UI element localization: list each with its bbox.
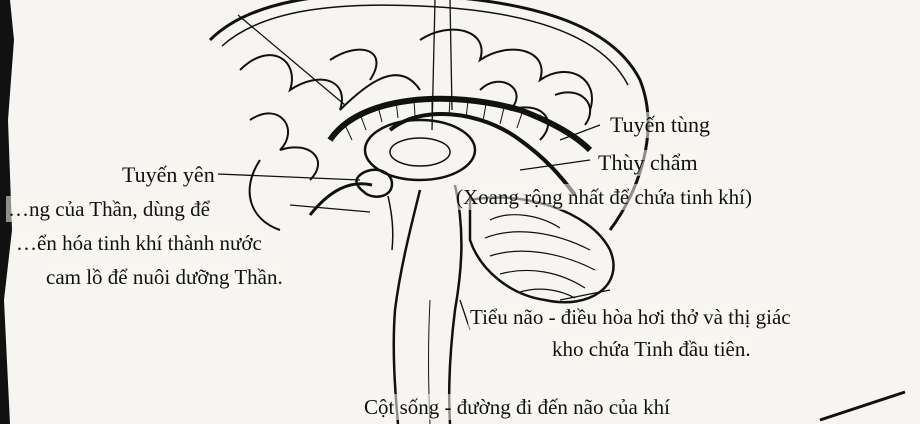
cerebellum-outline (470, 197, 614, 302)
label-spine: Cột sống - đường đi đến não của khí (362, 394, 672, 420)
thalamus-inner (390, 138, 450, 166)
cerebellum-folia (485, 215, 595, 298)
label-occipital-lobe: Thùy chẩm (596, 150, 700, 176)
label-pituitary-line1: …ng của Thần, dùng để (6, 196, 212, 222)
pituitary-stalk (388, 196, 393, 250)
corpus-callosum (330, 99, 590, 150)
label-pituitary-line3: cam lồ để nuôi dưỡng Thần. (44, 264, 285, 290)
brainstem-right (449, 185, 461, 424)
brainstem-left (394, 190, 420, 424)
label-occipital-note: (Xoang rộng nhất để chứa tinh khí) (454, 184, 754, 210)
label-cerebellum-line2: kho chứa Tinh đầu tiên. (550, 336, 753, 362)
label-pituitary-line2: …ển hóa tinh khí thành nước (14, 230, 264, 256)
optic-chiasm (310, 184, 372, 215)
pen-stroke (820, 392, 905, 420)
label-cerebellum: Tiểu não - điều hòa hơi thở và thị giác (468, 304, 793, 330)
label-pineal-gland: Tuyến tùng (608, 112, 712, 138)
label-pituitary-gland: Tuyến yên (120, 162, 217, 188)
